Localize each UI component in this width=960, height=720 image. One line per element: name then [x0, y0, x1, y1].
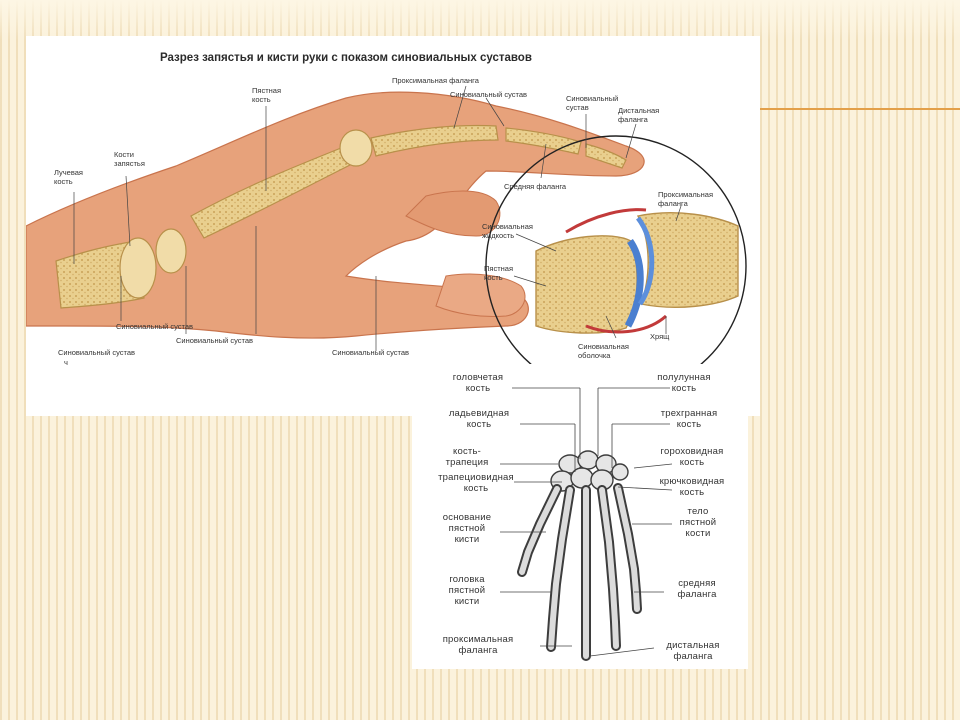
label-metacarpal-body: тело пястной кости [679, 506, 717, 539]
synovial-membrane-bottom [585, 314, 668, 334]
label-carpals: Кости запястья [114, 150, 145, 168]
label-small-mark: ч [64, 358, 68, 367]
hand-section-illustration [26, 85, 747, 397]
label-distal-phalanx: дистальная фаланга [666, 640, 720, 662]
proximal-phalanx-closeup [636, 212, 739, 308]
hand-skeleton-illustration [500, 387, 673, 661]
top-gradient-band [0, 0, 960, 40]
diagram-title: Разрез запястья и кисти руки с показом с… [160, 52, 532, 64]
skeleton-leader-lines [500, 387, 673, 657]
label-middle-phalanx: Средняя фаланга [504, 182, 567, 191]
label-middle-phalanx: средняя фаланга [677, 578, 717, 600]
label-synovial-joint: Синовиальный сустав [58, 348, 136, 357]
accent-line [760, 108, 960, 110]
carpal-bone [119, 237, 157, 299]
label-trapezoid: трапециовидная кость [438, 472, 514, 494]
label-trapezium: кость- трапеция [445, 446, 489, 468]
proximal-phalanx-bone [370, 124, 499, 157]
label-lunate: полулунная кость [657, 372, 711, 394]
label-metacarpal: Пястная кость [252, 86, 282, 104]
label-metacarpal-closeup: Пястная кость [484, 264, 514, 282]
label-scaphoid: ладьевидная кость [448, 408, 510, 430]
metacarpal-head [339, 129, 373, 167]
label-synovial-membrane: Синовиальная оболочка [578, 342, 629, 360]
label-synovial-joint: Синовиальный сустав [116, 322, 194, 331]
label-pisiform: гороховидная кость [660, 446, 724, 468]
label-capitate: головчетая кость [452, 372, 504, 394]
label-metacarpal-base: основание пястной кисти [442, 512, 492, 545]
cartilage-layer [624, 238, 644, 328]
label-synovial-joint: Синовиальный сустав [332, 348, 410, 357]
distal-phalanx-bone [585, 143, 627, 169]
label-synovial-joint: Синовиальный сустав [176, 336, 254, 345]
label-radius: Лучевая кость [54, 168, 83, 186]
thumb-shape [435, 273, 526, 317]
curled-finger-shape [405, 190, 501, 237]
hand-section-panel: Разрез запястья и кисти руки с показом с… [26, 36, 760, 416]
label-synovial-joint: Синовиальный сустав [450, 90, 528, 99]
label-hamate: крючковидная кость [659, 476, 725, 498]
label-synovial-fluid: Синовиальная жидкость [482, 222, 533, 240]
joint-closeup [535, 208, 739, 334]
carpal-bone [155, 228, 187, 274]
label-cartilage: Хрящ [650, 332, 670, 341]
label-distal-phalanx: Дистальная фаланга [618, 106, 660, 124]
leader-lines [73, 85, 682, 351]
metacarpal-head-closeup [535, 235, 638, 334]
label-proximal-phalanx: Проксимальная фаланга [392, 76, 479, 85]
label-synovial-joint: Синовиальный сустав [566, 94, 619, 112]
label-proximal-phalanx: проксимальная фаланга [442, 634, 514, 656]
label-proximal-phalanx-closeup: Проксимальная фаланга [658, 190, 714, 208]
synovial-membrane-top [565, 208, 647, 234]
finger-bones [517, 483, 642, 661]
cartilage-layer-2 [635, 216, 655, 306]
label-metacarpal-head: головка пястной кисти [448, 574, 486, 607]
label-triquetrum: трехгранная кость [660, 408, 718, 430]
hand-skeleton-panel: головчетая кость полулунная кость ладьев… [412, 364, 748, 669]
